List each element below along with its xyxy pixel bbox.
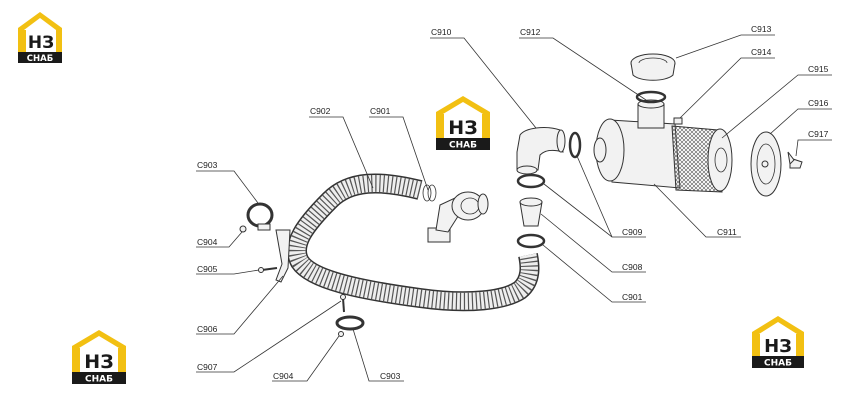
brand-logo-center: НЗ СНАБ (436, 96, 490, 151)
elbow-c910 (516, 127, 566, 175)
logo-mark: НЗ (84, 351, 113, 373)
filter-element-c915 (671, 125, 733, 193)
brand-logo-top-left: НЗ СНАБ (18, 12, 62, 64)
rain-cap-c913 (630, 53, 676, 81)
clamp-c909-upper (568, 131, 582, 159)
label-c910: C910 (431, 27, 452, 37)
label-c909: C909 (622, 227, 643, 237)
label-c904-bottom: C904 (273, 371, 294, 381)
label-c912: C912 (520, 27, 541, 37)
reducer-c908 (519, 197, 543, 227)
label-c913: C913 (751, 24, 772, 34)
label-c907: C907 (197, 362, 218, 372)
filter-cover-c916 (750, 131, 782, 197)
leader-lines (196, 34, 832, 382)
logo-caption: СНАБ (449, 141, 477, 151)
clamp-c901-right (516, 233, 546, 249)
wing-nut-c917 (787, 151, 803, 169)
label-c902: C902 (310, 106, 331, 116)
label-c906: C906 (197, 324, 218, 334)
bracket-c906 (258, 229, 291, 283)
label-c908: C908 (622, 262, 643, 272)
logo-caption: СНАБ (27, 54, 53, 64)
label-c903-bottom: C903 (380, 371, 401, 381)
label-c916: C916 (808, 98, 829, 108)
clamp-c914 (673, 117, 683, 125)
callout-labels: C903 C904 C905 C906 C907 C904 C903 C902 … (197, 24, 829, 381)
label-c911: C911 (717, 227, 737, 237)
label-c901-top: C901 (370, 106, 391, 116)
label-c904-left: C904 (197, 237, 218, 247)
clamp-c909 (516, 173, 546, 189)
clamp-c903-bottom (335, 294, 365, 337)
logo-mark: НЗ (28, 33, 54, 53)
label-c903-left: C903 (197, 160, 218, 170)
logo-mark: НЗ (448, 117, 477, 139)
logo-caption: СНАБ (764, 359, 792, 369)
label-c917: C917 (808, 129, 829, 139)
label-c901-right: C901 (622, 292, 643, 302)
label-c905: C905 (197, 264, 218, 274)
logo-caption: СНАБ (85, 375, 113, 385)
label-c915: C915 (808, 64, 829, 74)
logo-mark: НЗ (764, 336, 792, 357)
brand-logo-bottom-right: НЗ СНАБ (752, 316, 804, 369)
brand-logo-bottom-left: НЗ СНАБ (72, 330, 126, 385)
label-c914: C914 (751, 47, 772, 57)
corrugated-hose-c902 (286, 173, 540, 312)
turbo-elbow-part (422, 184, 489, 243)
air-filter-housing-c911 (593, 90, 681, 189)
clamp-c903-left (239, 202, 274, 233)
